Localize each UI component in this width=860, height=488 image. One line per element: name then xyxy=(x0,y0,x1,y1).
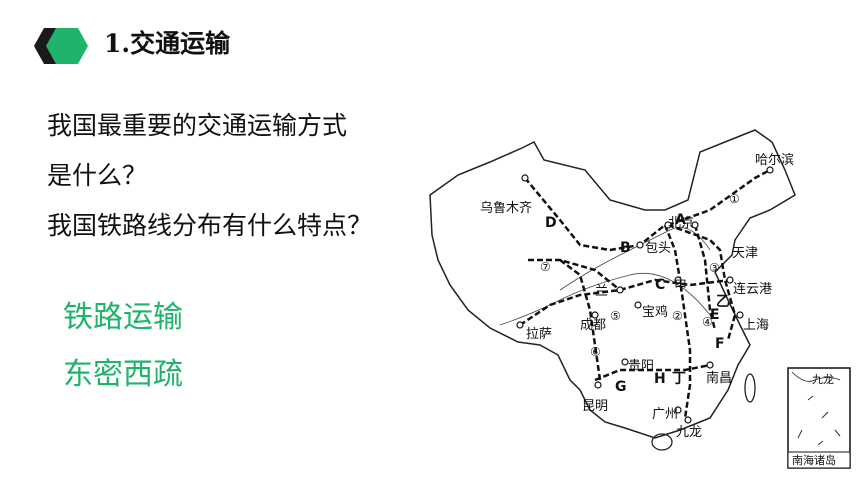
railway-line-6 xyxy=(619,278,731,292)
answer-east-dense-west-sparse: 东密西疏 xyxy=(63,357,183,392)
line-letter-h: H xyxy=(654,371,666,387)
line-letter-yi: 乙 xyxy=(716,294,730,310)
map-svg: 哈尔滨 乌鲁木齐 北京 天津 包头 连云港 兰 宝鸡 成都 拉萨 上海 贵阳 南… xyxy=(429,129,851,469)
city-jiulong: 九龙 xyxy=(676,425,702,440)
city-baotou: 包头 xyxy=(645,241,671,256)
question-line-3: 我国铁路线分布有什么特点？ xyxy=(47,211,373,240)
line-letter-g: G xyxy=(615,379,627,395)
city-guangzhou: 广州 xyxy=(652,407,678,422)
city-beijing: 北京 xyxy=(668,216,694,231)
railway-line-5 xyxy=(524,177,666,252)
railway-line-9 xyxy=(559,259,602,381)
china-outline xyxy=(429,129,796,439)
inset-label: 南海诸岛 xyxy=(792,453,836,467)
line-number-1: ① xyxy=(729,192,740,206)
south-china-sea-inset: 九龙 南海诸岛 xyxy=(787,367,851,469)
line-letter-f: F xyxy=(715,336,725,352)
railway-line-8 xyxy=(594,363,711,382)
hexagon-icon xyxy=(34,28,88,64)
line-number-3: ③ xyxy=(709,261,720,275)
inset-jiulong: 九龙 xyxy=(812,373,834,386)
question-line-2: 是什么？ xyxy=(47,161,148,190)
hainan-island xyxy=(651,433,673,451)
line-number-2: ② xyxy=(672,309,683,323)
line-letter-d: D xyxy=(545,215,557,231)
answer-railway: 铁路运输 xyxy=(63,300,183,335)
railway-line-7 xyxy=(519,288,621,327)
city-zhengzhou: 甲 xyxy=(674,279,687,294)
city-tianjin: 天津 xyxy=(732,246,758,261)
city-guiyang: 贵阳 xyxy=(628,359,654,374)
line-letter-ding: 丁 xyxy=(672,371,686,387)
city-kunming: 昆明 xyxy=(582,399,608,414)
railway-line-2 xyxy=(663,224,692,419)
line-number-6: ⑥ xyxy=(590,345,601,359)
city-harbin: 哈尔滨 xyxy=(755,152,794,168)
line-letter-c: C xyxy=(655,277,665,293)
city-baoji: 宝鸡 xyxy=(642,304,668,320)
city-shanghai: 上海 xyxy=(743,318,769,333)
line-letter-b: B xyxy=(620,240,631,256)
railway-line-3 xyxy=(667,223,737,341)
line-number-7: ⑦ xyxy=(540,260,551,274)
section-title: 1.交通运输 xyxy=(104,29,231,58)
city-urumqi: 乌鲁木齐 xyxy=(480,200,532,216)
city-lianyungang: 连云港 xyxy=(733,281,772,297)
taiwan-island xyxy=(744,373,756,403)
line-letter-e: E xyxy=(710,307,720,323)
line-number-4: ④ xyxy=(702,315,713,329)
railway-line-10 xyxy=(528,258,621,291)
question-line-1: 我国最重要的交通运输方式 xyxy=(47,111,348,140)
city-lhasa: 拉萨 xyxy=(526,327,552,342)
line-number-5: ⑤ xyxy=(610,309,621,323)
railway-line-1 xyxy=(667,168,771,227)
city-lanzhou: 兰 xyxy=(595,284,608,299)
city-nanchang: 南昌 xyxy=(706,370,732,386)
line-letter-a: A xyxy=(675,212,686,228)
china-railway-map: 哈尔滨 乌鲁木齐 北京 天津 包头 连云港 兰 宝鸡 成都 拉萨 上海 贵阳 南… xyxy=(410,100,860,484)
city-chengdu: 成都 xyxy=(580,318,606,333)
railway-line-4 xyxy=(693,224,717,331)
